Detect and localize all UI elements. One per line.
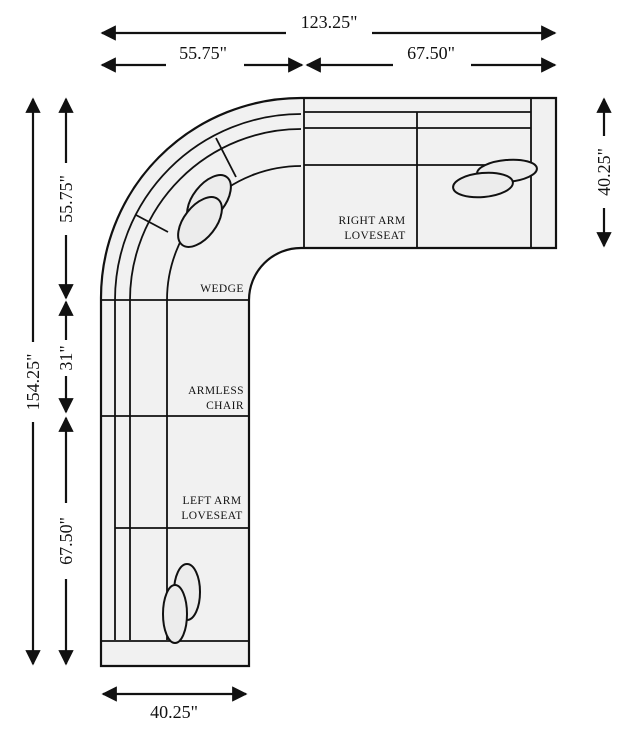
armless-depth-label: 31" <box>56 345 76 370</box>
pillows <box>162 158 538 644</box>
right-arm-loveseat-label-1: RIGHT ARM <box>339 215 406 227</box>
right-loveseat-width-label: 67.50" <box>407 43 455 63</box>
right-pillow-front <box>452 171 514 199</box>
wedge-depth-label: 55.75" <box>56 175 76 223</box>
sofa-body <box>99 96 558 668</box>
wedge-back-arc-1 <box>114 113 302 301</box>
sofa-outline <box>99 96 558 668</box>
right-depth-label: 40.25" <box>594 148 614 196</box>
left-arm-loveseat-label-2: LOVESEAT <box>181 510 242 522</box>
right-arm-loveseat-label-2: LOVESEAT <box>344 230 405 242</box>
wedge-radial-1 <box>135 214 169 233</box>
vertical-dimensions: 154.25" 55.75" 31" 67.50" 40.25" <box>16 97 620 666</box>
overall-depth-label-bg <box>16 342 50 422</box>
wedge-depth-label-bg <box>48 163 82 235</box>
left-loveseat-depth-label-bg <box>48 503 82 579</box>
left-arm-loveseat-label-1: LEFT ARM <box>183 495 242 507</box>
overall-width-label-bg <box>286 12 372 38</box>
armless-depth-label-bg <box>48 340 82 376</box>
horizontal-dimensions: 123.25" 55.75" 67.50" 40.25" <box>100 12 557 722</box>
overall-width-label: 123.25" <box>301 12 358 32</box>
wedge-radial-2 <box>215 137 237 178</box>
overall-depth-label: 154.25" <box>23 354 43 411</box>
armless-chair-label-1: ARMLESS <box>188 385 244 397</box>
bottom-depth-label: 40.25" <box>150 702 198 722</box>
left-loveseat-depth-label: 67.50" <box>56 517 76 565</box>
armless-chair-label-2: CHAIR <box>206 400 244 412</box>
wedge-width-label-bg <box>166 43 244 69</box>
left-pillow-front <box>162 584 188 644</box>
wedge-width-label: 55.75" <box>179 43 227 63</box>
right-loveseat-width-label-bg <box>393 43 471 69</box>
wedge-back-arc-2 <box>129 128 302 301</box>
right-depth-label-bg <box>586 136 620 208</box>
piece-labels: RIGHT ARM LOVESEAT WEDGE ARMLESS CHAIR L… <box>181 215 405 522</box>
wedge-pillow-front <box>177 196 223 248</box>
wedge-label: WEDGE <box>200 283 244 295</box>
